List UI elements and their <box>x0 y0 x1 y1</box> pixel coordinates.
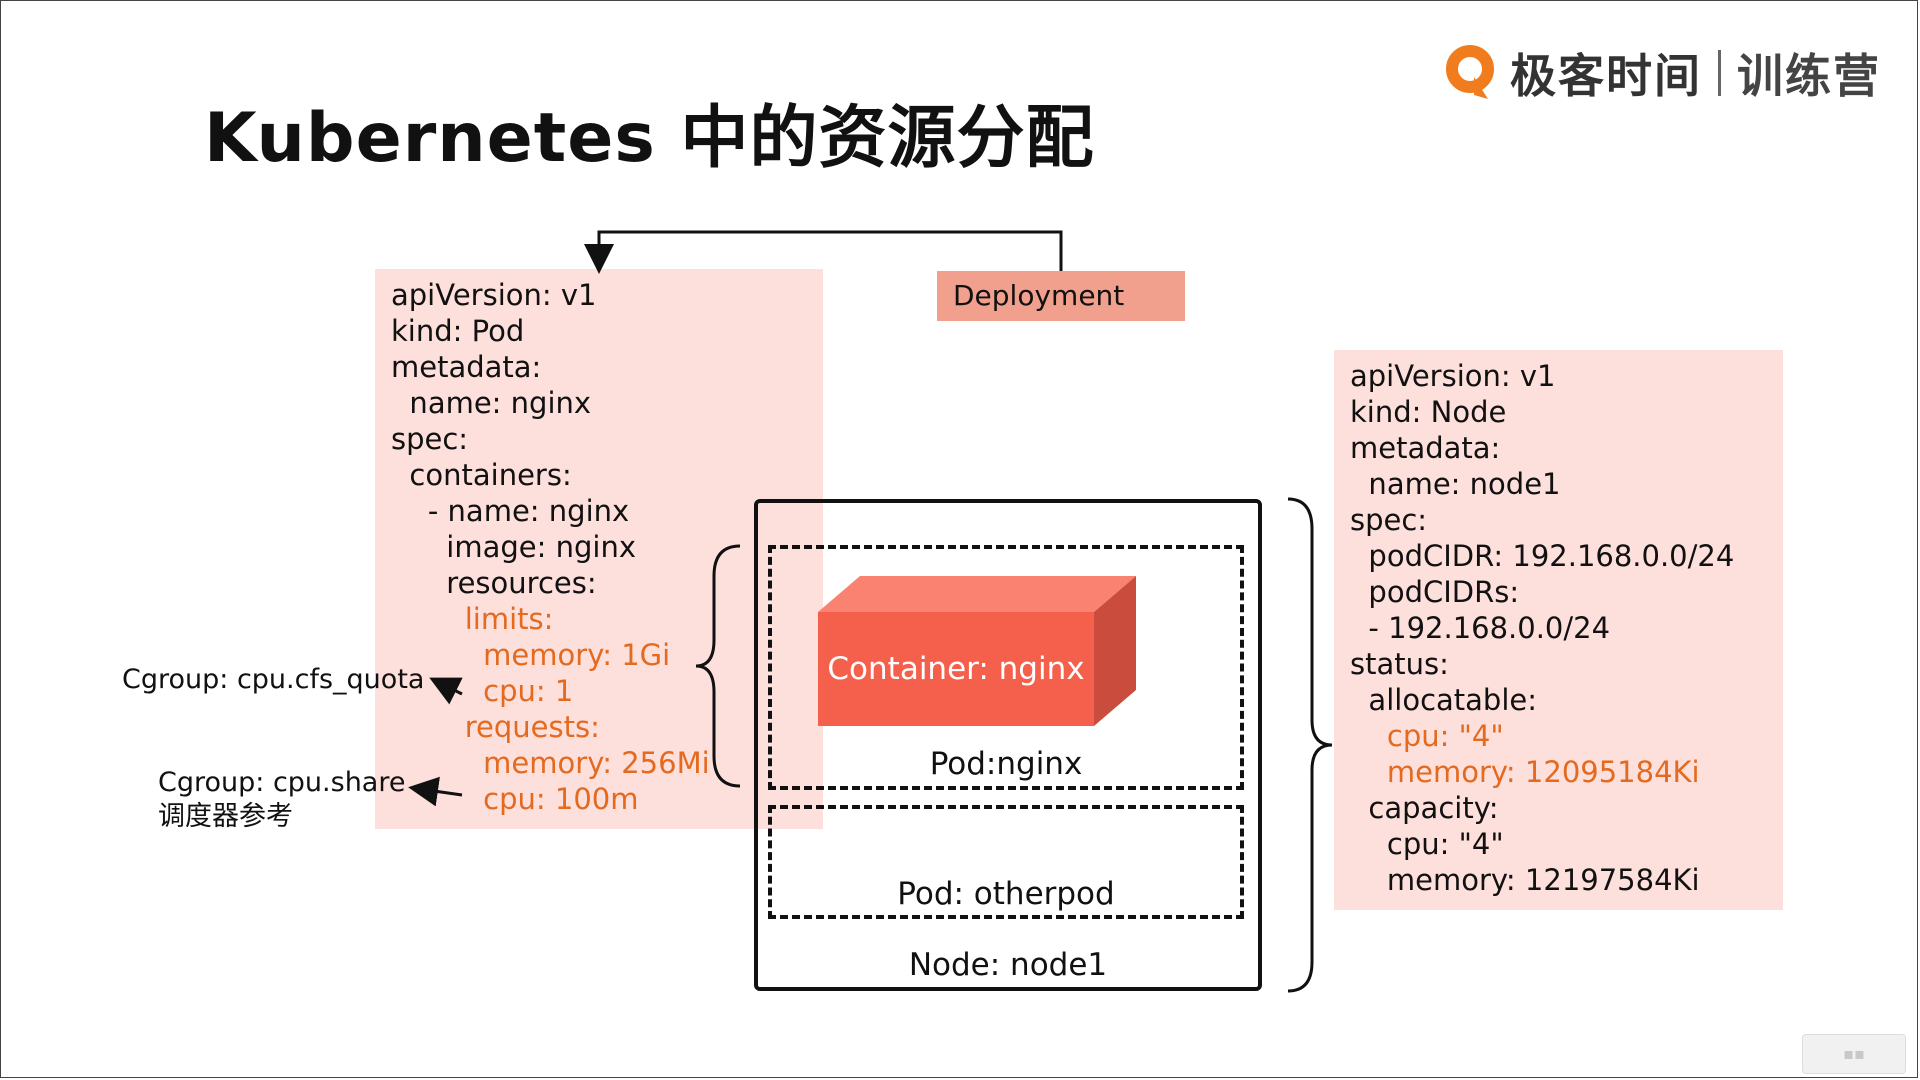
deployment-label: Deployment <box>937 271 1185 321</box>
pod-yaml-line: cpu: 1 <box>391 674 574 708</box>
scheduler-ref-note: 调度器参考 <box>158 801 293 832</box>
pod-yaml-line: metadata: <box>391 350 542 384</box>
pod-yaml-line: image: nginx <box>391 530 637 564</box>
pod-otherpod-box <box>768 805 1244 919</box>
pod-otherpod-label: Pod: otherpod <box>897 876 1115 912</box>
brand-name: 极客时间 <box>1510 49 1702 103</box>
node-yaml-line: podCIDRs: <box>1350 575 1520 609</box>
node-yaml-line: metadata: <box>1350 431 1501 465</box>
node-brace <box>1287 497 1333 993</box>
pod-yaml-line: kind: Pod <box>391 314 525 348</box>
brand-separator <box>1718 50 1721 96</box>
pod-yaml-line: cpu: 100m <box>391 782 639 816</box>
geektime-logo-icon <box>1446 45 1494 99</box>
node-yaml-line: kind: Node <box>1350 395 1507 429</box>
pod-yaml-line: - name: nginx <box>391 494 630 528</box>
node-yaml-line: apiVersion: v1 <box>1350 359 1556 393</box>
node-yaml-line: capacity: <box>1350 791 1499 825</box>
node-box <box>754 499 1262 991</box>
node-yaml-line: cpu: "4" <box>1350 827 1504 861</box>
container-cube <box>818 576 1136 726</box>
node-yaml-line: name: node1 <box>1350 467 1561 501</box>
pod-yaml-line: spec: <box>391 422 469 456</box>
page-number: ▪▪ <box>1802 1034 1906 1074</box>
node-yaml-line: memory: 12197584Ki <box>1350 863 1700 897</box>
pod-yaml-line: name: nginx <box>391 386 592 420</box>
node-yaml-line: memory: 12095184Ki <box>1350 755 1700 789</box>
pod-yaml-line: memory: 256Mi <box>391 746 710 780</box>
node-yaml-line: spec: <box>1350 503 1428 537</box>
pod-yaml-line: containers: <box>391 458 572 492</box>
brand: 极客时间 训练营 <box>1444 38 1881 108</box>
cpu-share-arrow <box>408 776 463 807</box>
node-yaml-line: status: <box>1350 647 1449 681</box>
cpu-share-note: Cgroup: cpu.share <box>158 767 406 798</box>
slide-title: Kubernetes 中的资源分配 <box>204 99 1095 178</box>
cfs-quota-arrow <box>429 677 463 705</box>
pod-nginx-label: Pod:nginx <box>929 746 1083 782</box>
pod-brace <box>695 544 741 788</box>
node-yaml-line: allocatable: <box>1350 683 1537 717</box>
cfs-quota-note: Cgroup: cpu.cfs_quota <box>122 664 425 695</box>
deployment-connector <box>584 230 1063 274</box>
node-label: Node: node1 <box>908 947 1108 983</box>
pod-yaml-line: limits: <box>391 602 554 636</box>
pod-yaml-line: resources: <box>391 566 597 600</box>
node-yaml-line: podCIDR: 192.168.0.0/24 <box>1350 539 1735 573</box>
pod-yaml-line: apiVersion: v1 <box>391 278 597 312</box>
pod-yaml-line: requests: <box>391 710 600 744</box>
container-label: Container: nginx <box>827 651 1085 687</box>
pod-nginx-box <box>768 545 1244 790</box>
node-yaml-line: - 192.168.0.0/24 <box>1350 611 1611 645</box>
brand-sub: 训练营 <box>1737 49 1881 103</box>
pod-yaml-line: memory: 1Gi <box>391 638 671 672</box>
node-yaml-line: cpu: "4" <box>1350 719 1504 753</box>
